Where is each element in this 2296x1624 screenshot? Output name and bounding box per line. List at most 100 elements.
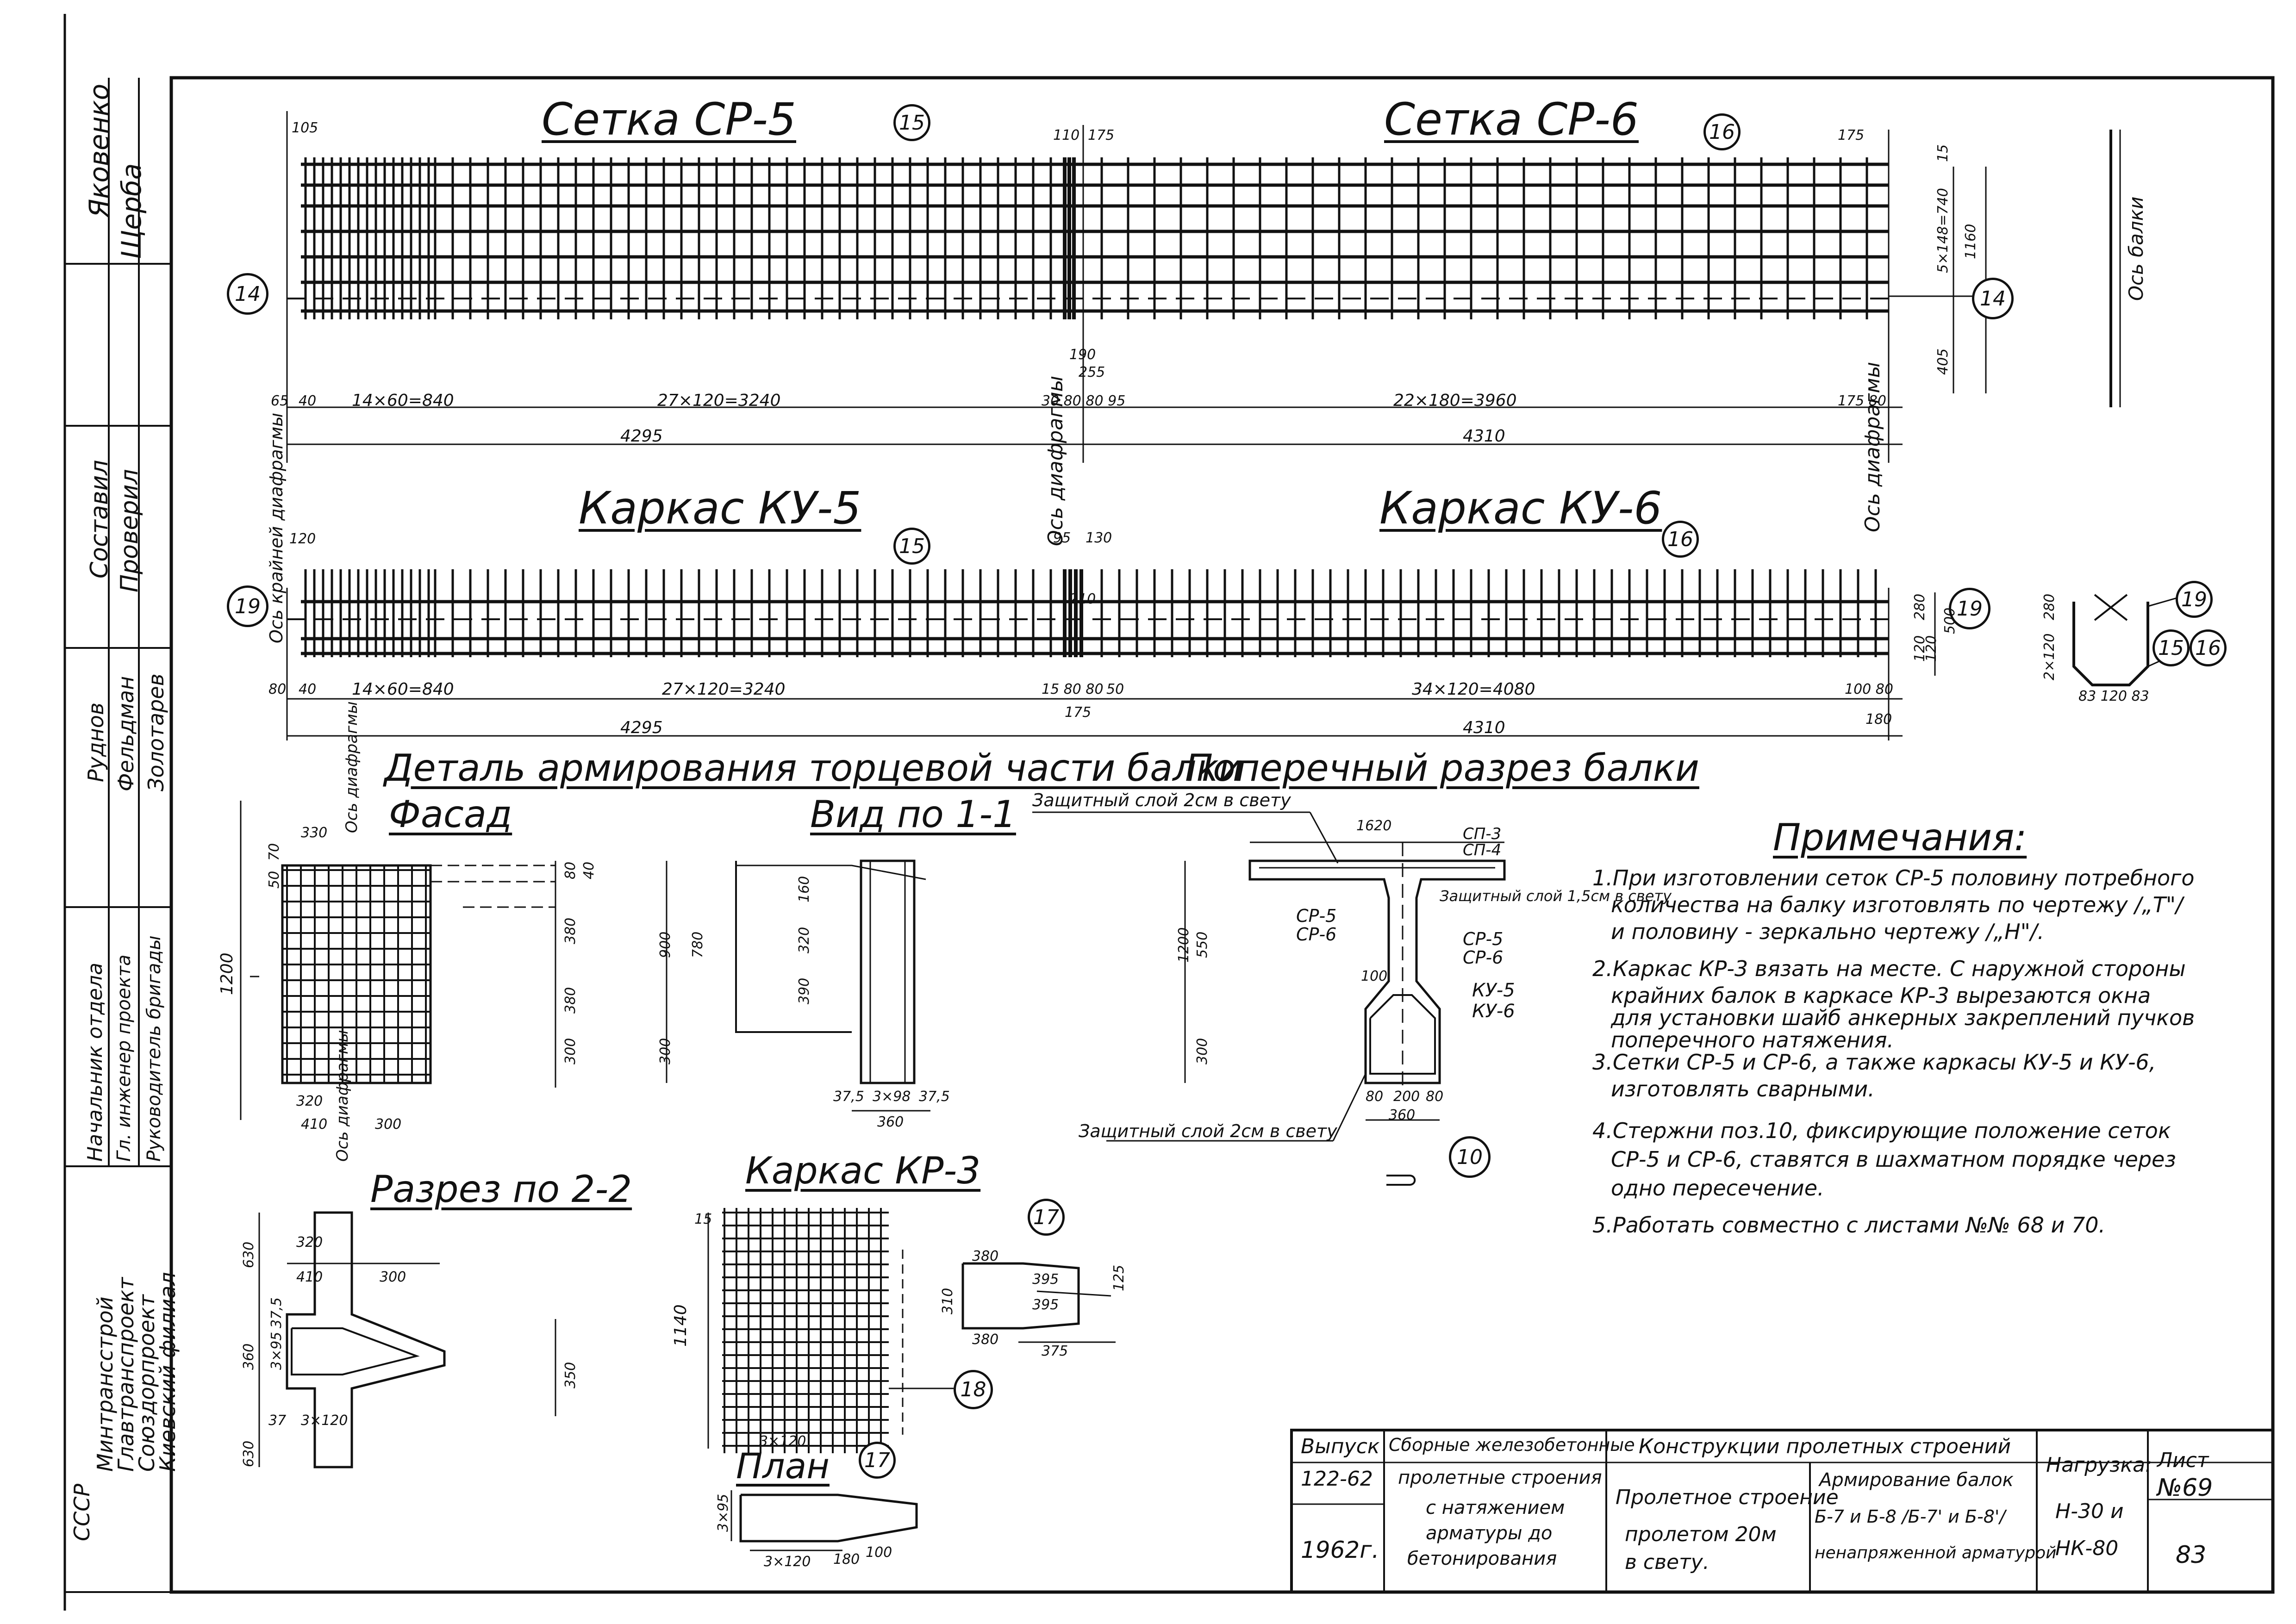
stamp-role-rukovoditel: Руководитель бригады	[144, 935, 165, 1162]
tb-page: 83	[2176, 1541, 2207, 1569]
note-line: крайних балок в каркасе КР-3 вырезаются …	[1611, 983, 2151, 1008]
note-line: 1.При изготовлении сеток СР-5 половину п…	[1592, 865, 2195, 890]
dim: 175 80	[1838, 393, 1886, 409]
label-cp5-right: СР-5	[1463, 929, 1504, 949]
title-setka-cp6: Сетка СР-6	[1384, 93, 1639, 145]
dim: 37,5	[268, 1297, 285, 1328]
dim: 40	[581, 861, 597, 879]
dim: 395	[1032, 1271, 1059, 1288]
title-fasad: Фасад	[389, 793, 512, 836]
dim: 395	[1032, 1297, 1059, 1313]
dim: 1200	[1176, 927, 1192, 963]
dim: 190	[1069, 347, 1096, 363]
label-cp6-left: СР-6	[1296, 924, 1337, 945]
stamp-name-1: Яковенко	[83, 83, 115, 218]
title-vid-1-1: Вид по 1-1	[810, 793, 1016, 836]
dim: 3×95	[715, 1493, 731, 1532]
dim: 320	[296, 1234, 323, 1251]
dim: 80	[1366, 1089, 1384, 1105]
dim: 50	[266, 871, 282, 889]
dim: 15	[1935, 144, 1951, 162]
dim: 105	[292, 120, 318, 136]
label-os-balki: Ось балки	[2125, 196, 2147, 301]
tb-series-3: арматуры до	[1426, 1523, 1553, 1544]
dim: 200	[1393, 1089, 1420, 1105]
label-os-diafragmy-fasad-bottom: Ось диафрагмы	[333, 1030, 352, 1162]
dim: 380	[972, 1332, 999, 1348]
label-ku5: КУ-5	[1472, 980, 1515, 1001]
tb-year: 1962г.	[1301, 1537, 1379, 1563]
stamp-name-feldman: Фельдман	[113, 676, 138, 791]
dim: 280	[2041, 593, 2058, 620]
label-os-diafragmy-right: Ось диафрагмы	[1861, 361, 1884, 532]
dim: 160	[796, 876, 812, 902]
dim: 5×148=740	[1935, 188, 1951, 273]
dim: 130	[1086, 530, 1112, 546]
dim: 175	[1065, 704, 1092, 721]
title-plan: План	[736, 1445, 830, 1487]
dim: 65	[271, 393, 289, 409]
callout-15-top: 15	[893, 104, 930, 141]
dim: 300	[657, 1038, 674, 1064]
callout-16-frame: 16	[1662, 521, 1699, 558]
dim: 34×120=4080	[1412, 680, 1535, 699]
dim: 70	[266, 843, 282, 861]
label-zash-bottom: Защитный слой 2см в свету	[1079, 1121, 1337, 1141]
title-karkas-kp3: Каркас КР-3	[745, 1149, 981, 1192]
dim: 80	[1426, 1089, 1444, 1105]
dim: 375	[1042, 1343, 1068, 1359]
note-line: изготовлять сварными.	[1611, 1076, 1875, 1101]
note-line: 3.Сетки СР-5 и СР-6, а также каркасы КУ-…	[1592, 1050, 2156, 1075]
dim: 120	[1923, 635, 1940, 662]
label-zash-top: Защитный слой 2см в свету	[1032, 790, 1291, 810]
dim: 330	[301, 825, 328, 841]
callout-16-top: 16	[1703, 113, 1741, 150]
label-zash-mid: Защитный слой 1,5см в свету	[1440, 887, 1672, 905]
stamp-role-gip: Гл. инженер проекта	[113, 954, 135, 1162]
callout-19-right: 19	[1949, 588, 1990, 629]
stamp-name-2: Щерба	[116, 163, 147, 259]
dim: 95	[1053, 530, 1071, 546]
dim: 3×95	[268, 1332, 285, 1370]
note-line: одно пересечение.	[1611, 1176, 1824, 1201]
label-sp3: СП-3	[1463, 825, 1502, 843]
stamp-org-ussr: СССР	[69, 1483, 94, 1541]
note-line: 2.Каркас КР-3 вязать на месте. С наружно…	[1592, 956, 2186, 981]
dim: 100	[866, 1544, 892, 1561]
tb-series-1: пролетные строения	[1398, 1467, 1602, 1488]
title-detail: Деталь армирования торцевой части балки	[384, 747, 1243, 790]
dim: 300	[380, 1269, 406, 1285]
dim: 14×60=840	[352, 680, 454, 699]
dim: 4310	[1463, 718, 1505, 737]
note-line: количества на балку изготовлять по черте…	[1611, 892, 2183, 917]
dim: 2×120	[2041, 633, 2058, 680]
dim: 410	[301, 1116, 328, 1132]
dim: 125	[1111, 1264, 1127, 1291]
dim: 30 80 80 95	[1042, 393, 1126, 409]
tb-series-2: с натяжением	[1426, 1497, 1565, 1518]
tb-load-0: Н-30 и	[2055, 1500, 2124, 1523]
dim: 180	[833, 1551, 860, 1568]
dim: 255	[1079, 364, 1105, 380]
dim: 80	[268, 681, 287, 697]
dim: 110	[1053, 127, 1080, 143]
dim: 4295	[620, 718, 663, 737]
note-line: для установки шайб анкерных закреплений …	[1611, 1005, 2195, 1030]
dim: 100	[1361, 968, 1388, 984]
dim: 1160	[1963, 224, 1979, 259]
dim: 360	[877, 1114, 904, 1130]
dim: 22×180=3960	[1393, 391, 1517, 410]
tb-load-label: Нагрузка:	[2046, 1453, 2152, 1477]
tb-vypusk-label: Выпуск	[1301, 1435, 1380, 1458]
callout-15-frame: 15	[893, 528, 930, 565]
dim: 83 120 83	[2078, 688, 2149, 704]
dim: 320	[796, 927, 812, 953]
label-ku6: КУ-6	[1472, 1001, 1515, 1022]
dim: 37	[268, 1412, 287, 1429]
dim: 40	[299, 393, 317, 409]
dim: 405	[1935, 348, 1951, 375]
label-sp4: СП-4	[1463, 841, 1502, 859]
stamp-role-proveril: Проверил	[116, 469, 144, 592]
stamp-role-sostavil: Составил	[86, 460, 113, 579]
